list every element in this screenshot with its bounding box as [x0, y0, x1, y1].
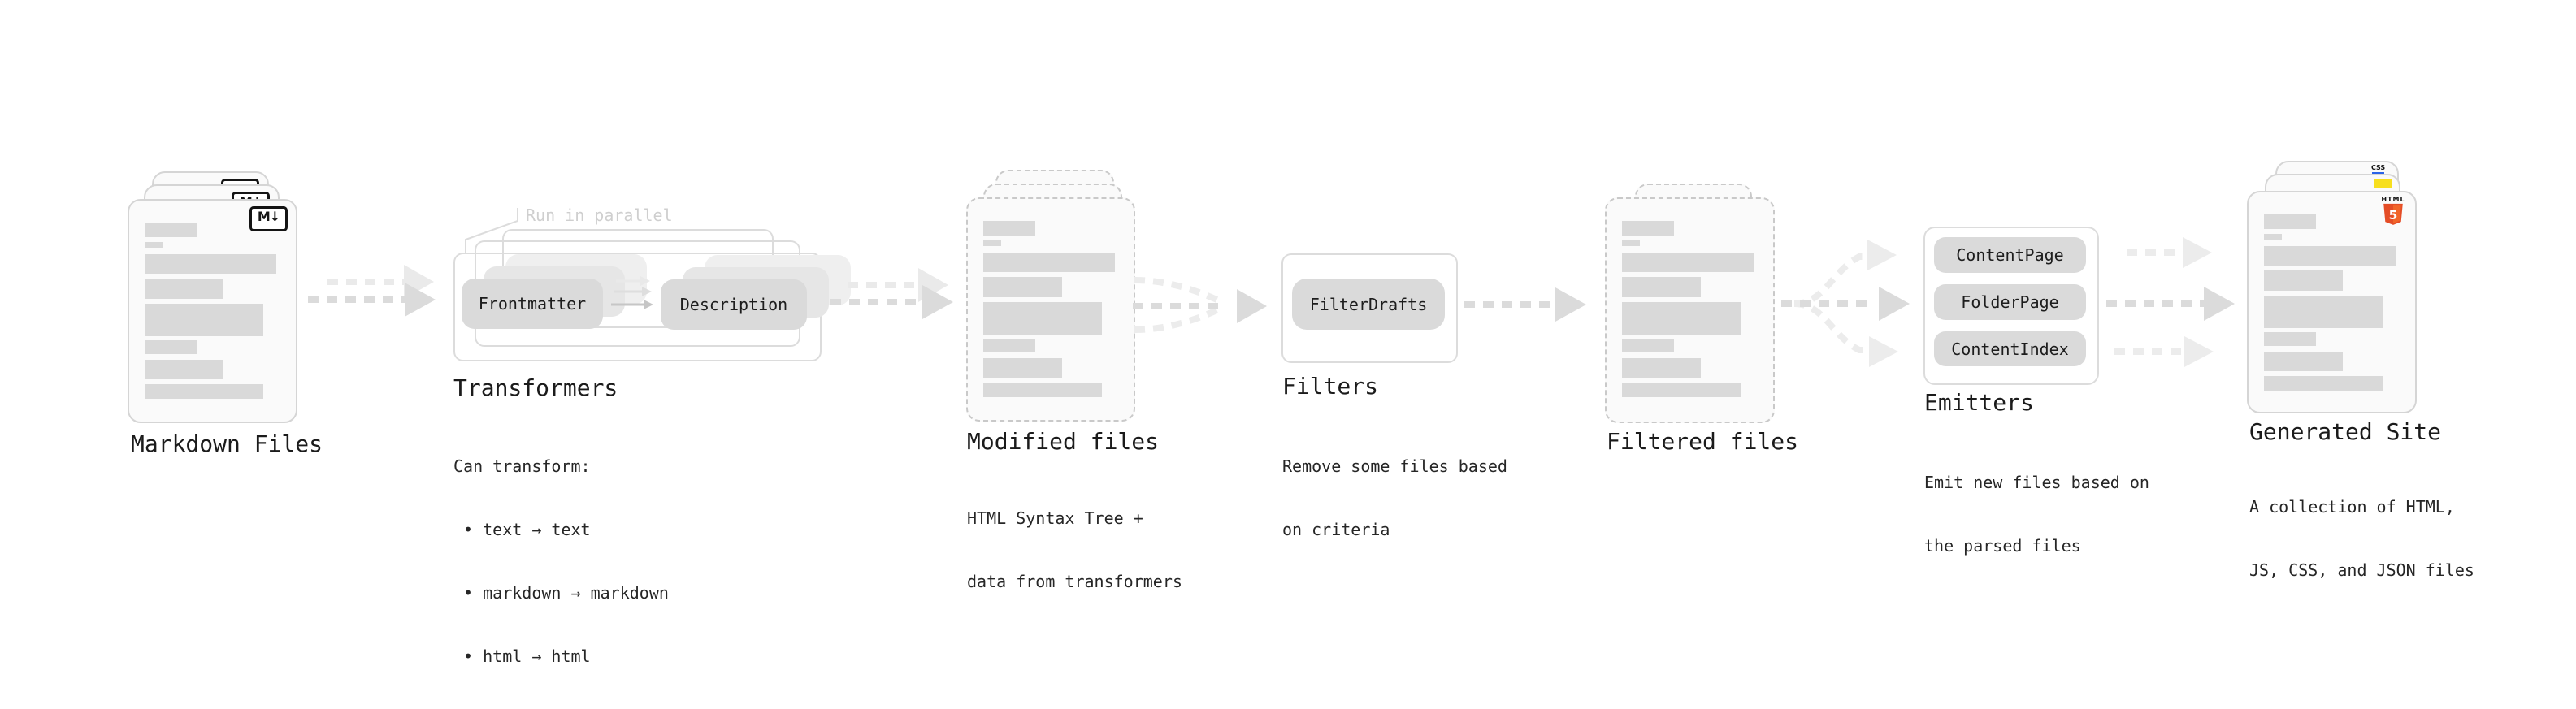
content-bar: [145, 384, 263, 399]
emitters-description: Emit new files based on the parsed files: [1924, 473, 2149, 556]
modified-file-card-front: [966, 197, 1135, 422]
contentindex-pill: ContentIndex: [1934, 331, 2086, 366]
generated-site-title: Generated Site: [2249, 418, 2442, 445]
content-bar: [1622, 253, 1754, 272]
content-bar: [145, 279, 223, 299]
pipeline-diagram: M↓ M↓ M↓ Markdown Files Frontmatter Desc…: [128, 161, 2474, 666]
description-pill: Description: [661, 279, 807, 330]
markdown-icon: M↓: [249, 206, 288, 231]
transformers-title: Transformers: [453, 374, 618, 401]
content-bar: [145, 223, 197, 237]
run-in-parallel-note: Run in parallel: [526, 205, 673, 225]
content-bar: [145, 254, 276, 274]
contentpage-pill: ContentPage: [1934, 237, 2086, 273]
content-bar: [2264, 234, 2282, 240]
content-bar: [983, 253, 1115, 272]
content-bar: [145, 360, 223, 379]
content-bar: [983, 277, 1062, 297]
modified-files-description: HTML Syntax Tree + data from transformer…: [967, 508, 1182, 591]
filters-title: Filters: [1282, 373, 1379, 400]
folderpage-pill: FolderPage: [1934, 284, 2086, 320]
content-bar: [1622, 277, 1701, 297]
filters-description: Remove some files based on criteria: [1282, 456, 1507, 539]
content-bar: [2264, 246, 2396, 266]
content-bar: [2264, 214, 2316, 229]
markdown-file-card-front: M↓: [128, 199, 297, 423]
content-bar: [2264, 332, 2316, 346]
content-bar: [2264, 376, 2383, 391]
content-bar: [1622, 240, 1640, 246]
frontmatter-pill: Frontmatter: [462, 279, 603, 329]
emitters-box: [1923, 227, 2099, 385]
css-icon: CSS: [2371, 165, 2385, 175]
content-bar: [145, 304, 263, 336]
content-bar: [145, 340, 197, 354]
arrow-markdown-to-transformers: [308, 265, 436, 317]
emitters-title: Emitters: [1924, 389, 2034, 416]
generated-site-description: A collection of HTML, JS, CSS, and JSON …: [2249, 497, 2474, 580]
content-bar: [983, 302, 1102, 335]
generated-html-card: HTML 5: [2247, 191, 2417, 413]
js-icon: [2374, 179, 2392, 188]
content-bar: [983, 358, 1062, 378]
content-bar: [983, 339, 1035, 352]
filterdrafts-pill: FilterDrafts: [1292, 279, 1445, 330]
markdown-files-title: Markdown Files: [131, 430, 323, 457]
filtered-file-card-front: [1605, 197, 1775, 423]
content-bar: [1622, 221, 1674, 236]
filtered-files-title: Filtered files: [1607, 428, 1799, 455]
arrow-filtered-to-emitters: [1781, 240, 1910, 367]
content-bar: [1622, 358, 1701, 378]
content-bar: [983, 383, 1102, 397]
arrow-filters-to-filtered: [1464, 287, 1586, 322]
filters-box: [1281, 253, 1458, 363]
content-bar: [1622, 302, 1741, 335]
arrow-emitters-to-generated: [2106, 237, 2235, 367]
content-bar: [983, 240, 1001, 246]
content-bar: [145, 242, 163, 248]
modified-files-title: Modified files: [967, 428, 1160, 455]
arrow-modified-to-filters: [1133, 277, 1267, 333]
content-bar: [2264, 296, 2383, 328]
content-bar: [2264, 270, 2343, 291]
transformers-description: Can transform: • text → text • markdown …: [453, 456, 669, 666]
content-bar: [983, 221, 1035, 236]
svg-text:5: 5: [2389, 208, 2398, 223]
content-bar: [2264, 352, 2343, 371]
content-bar: [1622, 339, 1674, 352]
content-bar: [1622, 383, 1741, 397]
html5-icon: HTML 5: [2381, 196, 2405, 230]
